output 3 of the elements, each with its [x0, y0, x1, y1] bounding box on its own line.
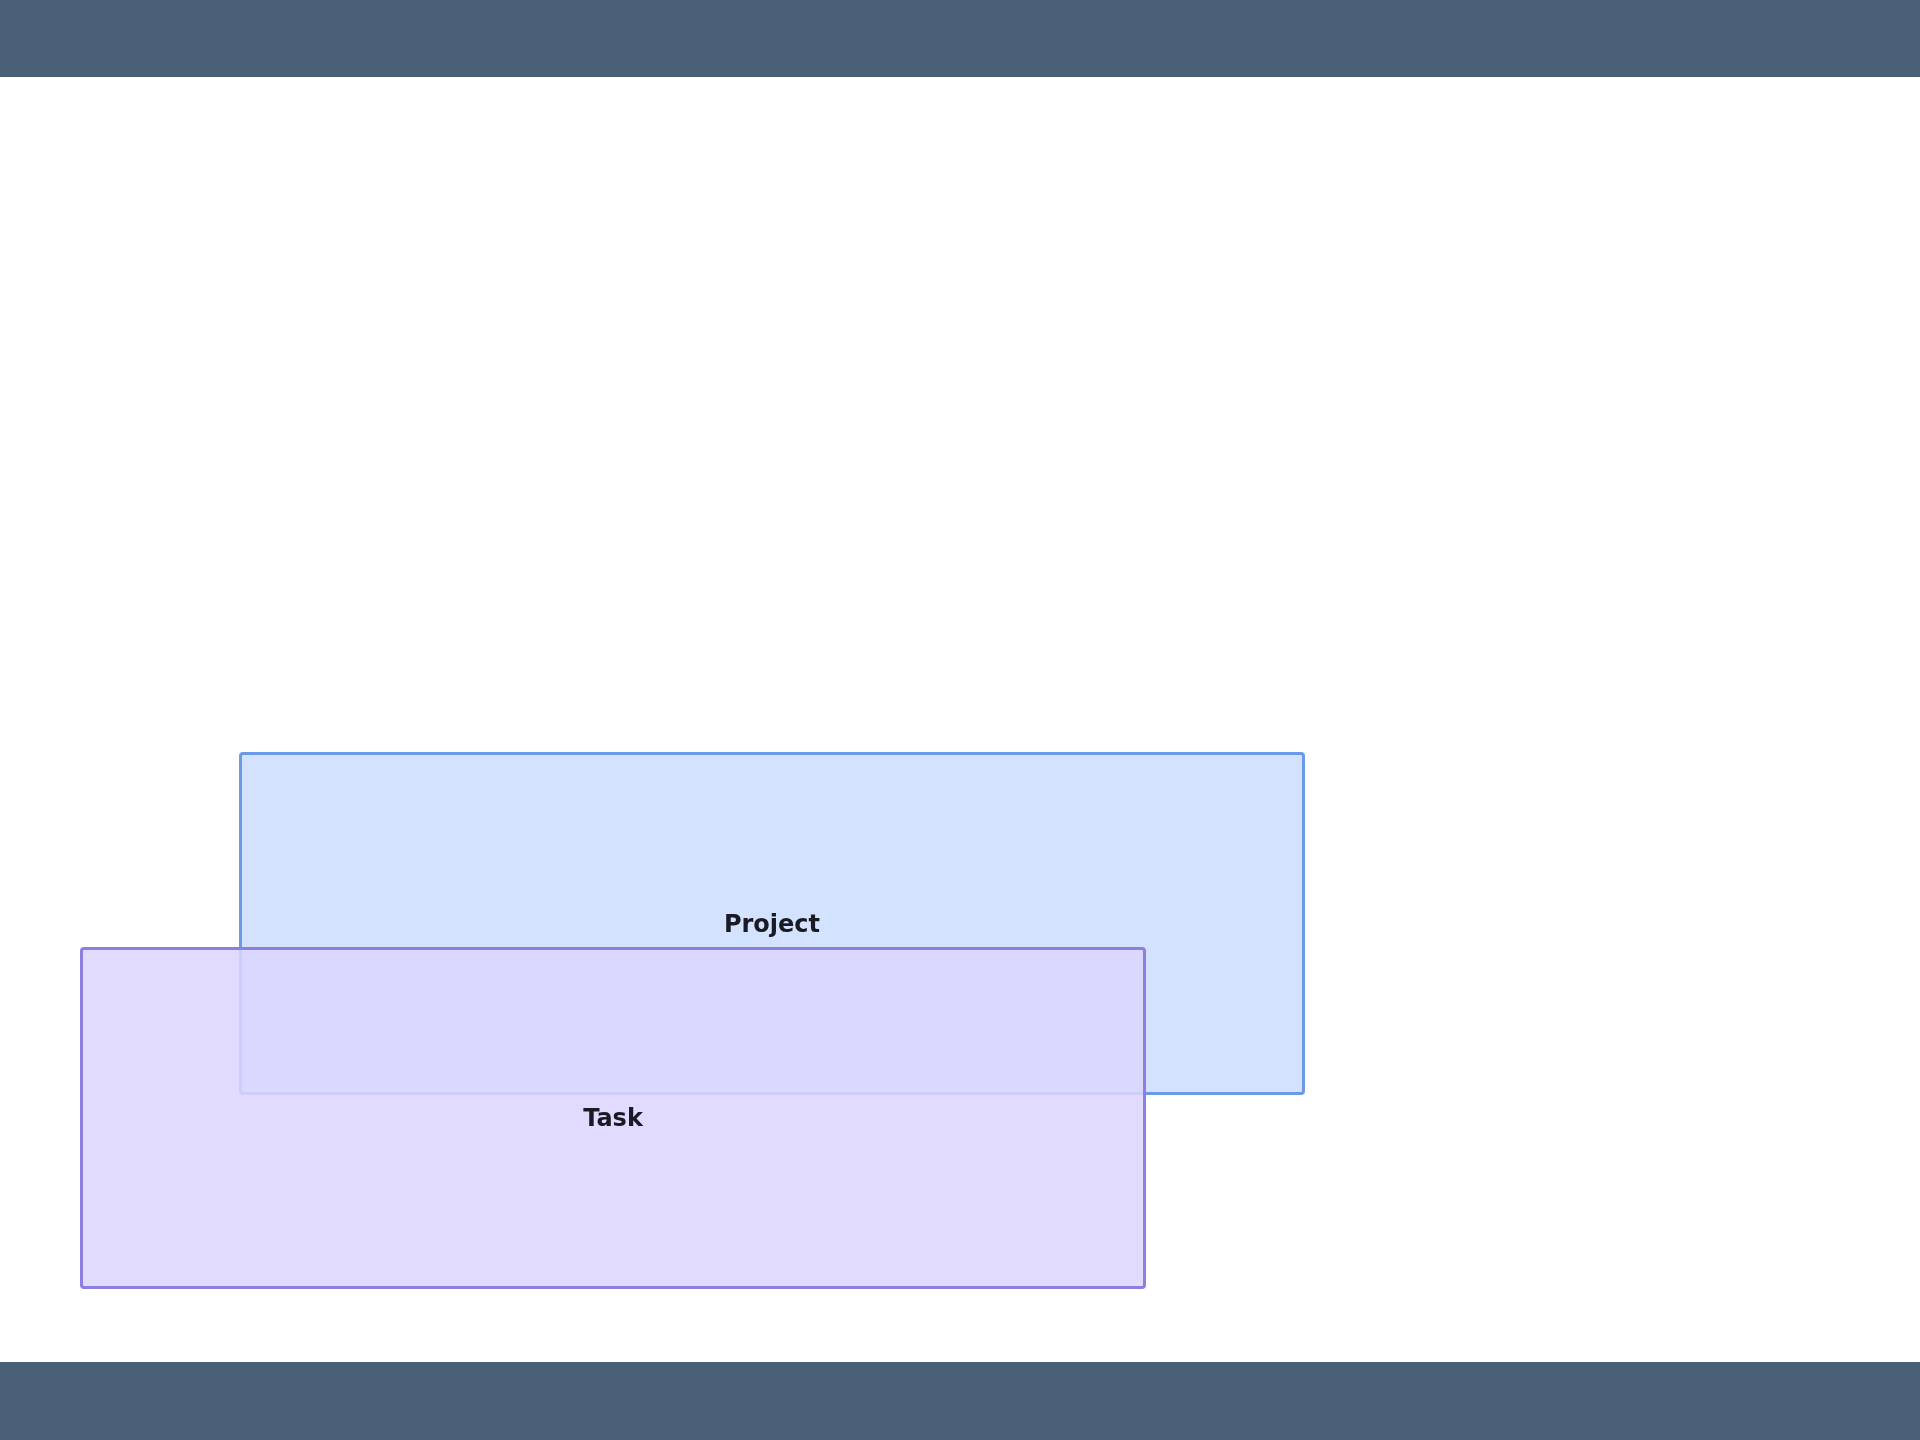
entity-name: Project: [723, 909, 821, 938]
entity-box: [80, 947, 1146, 1289]
entity-name: Task: [583, 1104, 643, 1132]
